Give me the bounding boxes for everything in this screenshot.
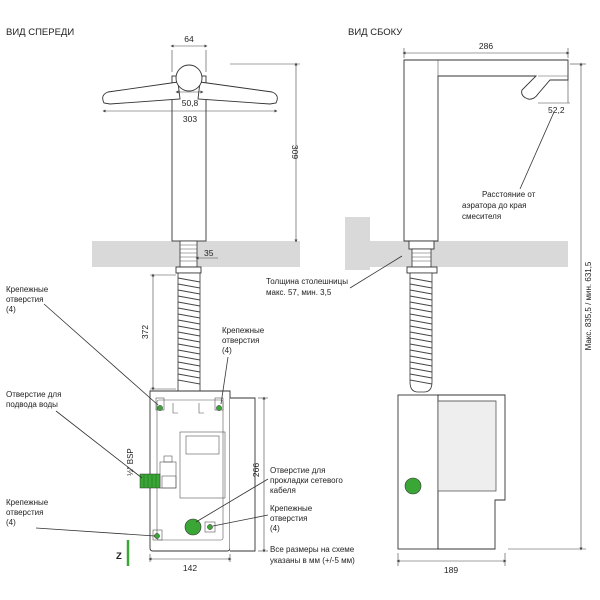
callout-holes-top-left: Крепежные отверстия (4) [6,285,159,406]
svg-text:подвода воды: подвода воды [6,400,58,409]
svg-text:отверстия: отверстия [270,514,307,523]
svg-text:аэратора до края: аэратора до края [462,201,526,210]
dim-shank: 35 [204,248,214,258]
dim-hose-length: 372 [140,325,150,339]
front-hose [177,272,201,392]
dim-box-height: 266 [251,463,261,477]
side-shank-top [408,240,435,250]
units-note: Все размеры на схеме указаны в мм (+/-5 … [270,545,355,565]
svg-text:Расстояние от: Расстояние от [482,190,536,199]
front-faucet-body [171,75,207,242]
front-control-box [139,390,256,552]
callout-cable-hole: Отверстие для прокладки сетевого кабеля [195,466,343,523]
front-hub [175,64,203,92]
svg-text:Крепежные: Крепежные [6,285,49,294]
front-water-inlet [139,473,161,489]
svg-text:отверстия: отверстия [6,508,43,517]
svg-text:(4): (4) [222,346,232,355]
dim-aerator: 52,2 [548,105,565,115]
front-right-arm [197,81,278,105]
dim-hub: 50,8 [182,98,199,108]
side-control-box [397,394,506,550]
dim-total-height: Макс. 835,5 / мин. 631,5 [584,261,593,350]
front-faucet [102,64,278,274]
svg-text:отверстия: отверстия [6,295,43,304]
dim-spout-reach: 286 [479,41,493,51]
dim-box-depth: 189 [444,565,458,575]
side-spout-body [403,59,569,242]
dim-faucet-height: 309 [290,145,300,159]
svg-text:Все размеры на схеме: Все размеры на схеме [270,545,355,554]
callout-holes-bottom-left: Крепежные отверстия (4) [6,498,156,537]
side-nut [406,266,438,274]
svg-text:Крепежные: Крепежные [270,504,313,513]
dim-arm-width: 303 [183,114,197,124]
front-view-title: ВИД СПЕРЕДИ [6,27,74,38]
side-faucet [403,59,569,274]
svg-text:(4): (4) [6,305,16,314]
thread-label: ½" BSP [126,448,135,476]
callout-holes-bottom-right: Крепежные отверстия (4) [212,504,313,533]
callout-water-inlet: Отверстие для подвода воды [6,390,143,479]
dim-top-width: 64 [184,34,194,44]
side-cable-hole [404,477,422,495]
callout-countertop: Толщина столешницы макс. 57, мин. 3,5 [266,255,403,297]
svg-text:указаны в мм (+/-5 мм): указаны в мм (+/-5 мм) [270,556,355,565]
svg-text:Крепежные: Крепежные [6,498,49,507]
svg-text:кабеля: кабеля [270,486,296,495]
svg-text:Отверстие для: Отверстие для [6,390,61,399]
callout-holes-top-right: Крепежные отверстия (4) [220,326,265,405]
front-nut [175,266,202,274]
callout-aerator-distance: Расстояние от аэратора до края смесителя [462,111,555,221]
side-hose [409,272,433,393]
z-axis-label: Z [116,551,122,562]
svg-text:Крепежные: Крепежные [222,326,265,335]
svg-text:смесителя: смесителя [462,212,501,221]
side-countertop-wall [345,217,568,270]
svg-text:отверстия: отверстия [222,336,259,345]
svg-text:Отверстие для: Отверстие для [270,466,325,475]
svg-text:макс. 57, мин. 3,5: макс. 57, мин. 3,5 [266,288,332,297]
svg-text:Толщина столешницы: Толщина столешницы [266,277,348,286]
dim-box-width: 142 [183,563,197,573]
side-view-title: ВИД СБОКУ [348,27,403,38]
svg-text:(4): (4) [6,518,16,527]
svg-text:(4): (4) [270,524,280,533]
svg-text:прокладки сетевого: прокладки сетевого [270,476,343,485]
front-left-arm [102,81,181,105]
front-cable-hole [184,518,202,536]
